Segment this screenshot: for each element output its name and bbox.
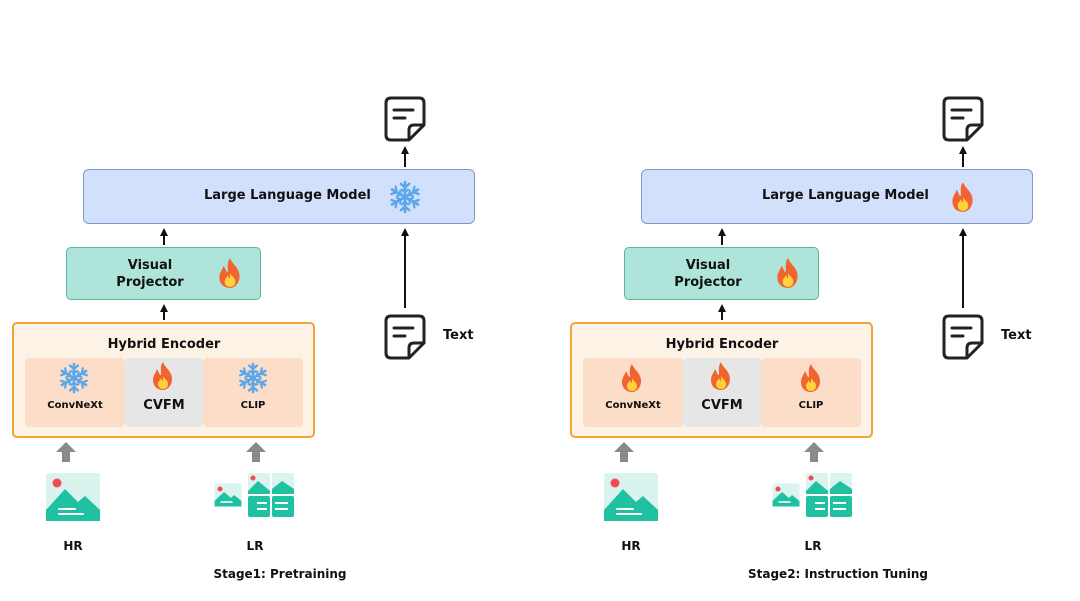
text-input-label: Text <box>1001 328 1032 343</box>
encoder-part-clip: CLIP <box>761 358 861 427</box>
connector-arrows <box>56 146 409 462</box>
cvfm-label: CVFM <box>143 398 185 413</box>
fire-icon <box>801 364 820 392</box>
fire-icon <box>952 182 973 212</box>
clip-label: CLIP <box>240 400 266 411</box>
fire-icon <box>777 258 798 288</box>
llm-state-icon <box>388 180 422 218</box>
hybrid-encoder-box: Hybrid Encoder ConvNeXt CVFM CLIP <box>12 322 315 438</box>
convnext-label: ConvNeXt <box>47 400 103 411</box>
llm-label: Large Language Model <box>204 188 371 203</box>
cvfm-state-icon <box>705 360 737 396</box>
llm-label: Large Language Model <box>762 188 929 203</box>
encoder-part-cvfm: CVFM <box>683 358 761 427</box>
convnext-label: ConvNeXt <box>605 400 661 411</box>
encoder-part-cvfm: CVFM <box>125 358 203 427</box>
llm-box: Large Language Model <box>641 169 1033 224</box>
fire-icon <box>622 364 641 392</box>
lr-patches-icon <box>248 473 294 517</box>
hybrid-encoder-box: Hybrid Encoder ConvNeXt CVFM CLIP <box>570 322 873 438</box>
projector-state-icon <box>213 256 247 294</box>
clip-state-icon <box>795 362 827 398</box>
fire-icon <box>711 362 730 390</box>
projector-state-icon <box>771 256 805 294</box>
lr-label: LR <box>246 539 264 553</box>
hr-image-icon <box>604 473 658 521</box>
fire-icon <box>219 258 240 288</box>
visual-projector-box: Visual Projector <box>66 247 261 300</box>
cvfm-label: CVFM <box>701 398 743 413</box>
lr-label: LR <box>804 539 822 553</box>
hr-image-icon <box>46 473 100 521</box>
hr-label: HR <box>621 539 641 553</box>
text-document-icon <box>942 314 984 360</box>
lr-image-icon <box>772 483 800 507</box>
text-input-label: Text <box>443 328 474 343</box>
projector-label: Visual Projector <box>116 258 184 290</box>
encoder-title: Hybrid Encoder <box>665 337 779 352</box>
arrow-lr-to-encoder <box>804 442 824 462</box>
clip-state-icon <box>237 362 269 398</box>
encoder-part-convnext: ConvNeXt <box>25 358 125 427</box>
arrow-hr-to-encoder <box>56 442 76 462</box>
snowflake-icon <box>239 362 267 394</box>
output-document-icon <box>942 96 984 142</box>
convnext-state-icon <box>58 362 90 398</box>
projector-label: Visual Projector <box>674 258 742 290</box>
text-document-icon <box>384 314 426 360</box>
stage-caption: Stage2: Instruction Tuning <box>747 567 928 581</box>
lr-image-icon <box>214 483 242 507</box>
fire-icon <box>153 362 172 390</box>
cvfm-state-icon <box>147 360 179 396</box>
llm-box: Large Language Model <box>83 169 475 224</box>
arrow-lr-to-encoder <box>246 442 266 462</box>
visual-projector-box: Visual Projector <box>624 247 819 300</box>
convnext-state-icon <box>616 362 648 398</box>
stage-panel-1: Large Language Model Visual Projector Hy… <box>12 96 475 581</box>
lr-patches-icon <box>806 473 852 517</box>
encoder-part-clip: CLIP <box>203 358 303 427</box>
snowflake-icon <box>60 362 88 394</box>
arrow-hr-to-encoder <box>614 442 634 462</box>
snowflake-icon <box>390 180 420 214</box>
stage-panel-2: Large Language Model Visual Projector Hy… <box>558 0 1080 601</box>
encoder-part-convnext: ConvNeXt <box>583 358 683 427</box>
hr-label: HR <box>63 539 83 553</box>
llm-state-icon <box>946 180 980 218</box>
output-document-icon <box>384 96 426 142</box>
connector-arrows <box>614 146 967 462</box>
stage-caption: Stage1: Pretraining <box>213 567 347 581</box>
encoder-title: Hybrid Encoder <box>107 337 221 352</box>
clip-label: CLIP <box>798 400 824 411</box>
